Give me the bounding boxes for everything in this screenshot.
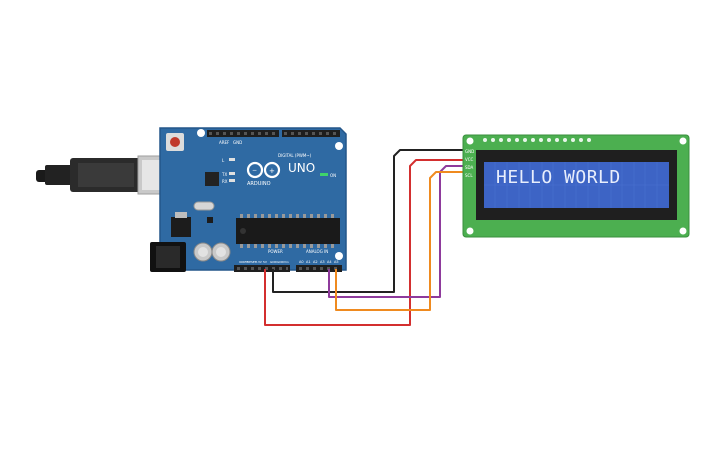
svg-text:A2: A2 bbox=[313, 260, 318, 264]
digital-header-left bbox=[207, 130, 279, 137]
svg-text:A0: A0 bbox=[299, 260, 304, 264]
lcd-display-text: HELLO WORLD bbox=[496, 167, 621, 188]
analog-pin-labels: A0 A1 A2 A3 A4 A5 bbox=[299, 260, 339, 264]
power-led bbox=[320, 173, 328, 176]
wire-gnd[interactable] bbox=[272, 149, 465, 293]
svg-text:A3: A3 bbox=[320, 260, 325, 264]
led-rx bbox=[229, 179, 235, 182]
analog-label: ANALOG IN bbox=[306, 249, 328, 254]
led-label-l: L bbox=[222, 158, 225, 163]
digital-header-right bbox=[282, 130, 340, 137]
wire-scl[interactable] bbox=[335, 171, 465, 311]
on-label: ON bbox=[330, 173, 336, 178]
lcd-pixel-grid bbox=[484, 162, 669, 208]
svg-text:SCL: SCL bbox=[465, 173, 473, 178]
arduino-uno-board[interactable]: AREF GND DIGITAL (PWM~) L TX RX − + ARDU… bbox=[150, 127, 347, 272]
svg-text:A1: A1 bbox=[306, 260, 311, 264]
power-label: POWER bbox=[268, 249, 283, 254]
led-label-rx: RX bbox=[222, 179, 228, 184]
gnd-label: GND bbox=[233, 140, 242, 145]
svg-text:RESET: RESET bbox=[247, 260, 257, 264]
crystal bbox=[193, 201, 215, 211]
svg-text:SDA: SDA bbox=[465, 165, 474, 170]
wire-sda[interactable] bbox=[328, 165, 465, 298]
arduino-wordmark: ARDUINO bbox=[247, 181, 271, 187]
arduino-logo: − + bbox=[246, 161, 281, 179]
svg-text:GND: GND bbox=[277, 260, 285, 264]
svg-text:Vin: Vin bbox=[284, 260, 289, 264]
digital-label: DIGITAL (PWM~) bbox=[278, 153, 312, 158]
lcd-pin-labels: GND VCC SDA SCL bbox=[465, 149, 474, 178]
svg-text:A4: A4 bbox=[327, 260, 332, 264]
svg-text:A5: A5 bbox=[334, 260, 339, 264]
wires bbox=[264, 149, 465, 326]
uno-label: UNO bbox=[288, 161, 315, 175]
led-l bbox=[229, 158, 235, 161]
led-label-tx: TX bbox=[221, 172, 227, 177]
svg-text:VCC: VCC bbox=[465, 157, 474, 162]
svg-text:GND: GND bbox=[465, 149, 474, 154]
power-header bbox=[234, 265, 290, 272]
svg-text:3.3V: 3.3V bbox=[255, 260, 263, 264]
svg-text:IOREF: IOREF bbox=[239, 260, 248, 264]
usb-chip bbox=[205, 172, 219, 186]
voltage-regulator bbox=[171, 217, 191, 237]
lcd-module[interactable]: HELLO WORLD GND VCC SDA SCL bbox=[462, 134, 690, 238]
svg-text:−: − bbox=[252, 167, 257, 174]
svg-text:+: + bbox=[269, 167, 275, 175]
svg-text:GND: GND bbox=[270, 260, 278, 264]
svg-text:5V: 5V bbox=[263, 260, 268, 264]
wire-vcc[interactable] bbox=[264, 159, 465, 326]
atmega-chip bbox=[236, 218, 340, 244]
lcd-header-pins bbox=[483, 138, 591, 142]
led-tx bbox=[229, 172, 235, 175]
aref-label: AREF bbox=[219, 140, 230, 145]
analog-header bbox=[296, 265, 342, 272]
power-pin-labels: IOREF RESET 3.3V 5V GND GND Vin bbox=[239, 260, 289, 264]
